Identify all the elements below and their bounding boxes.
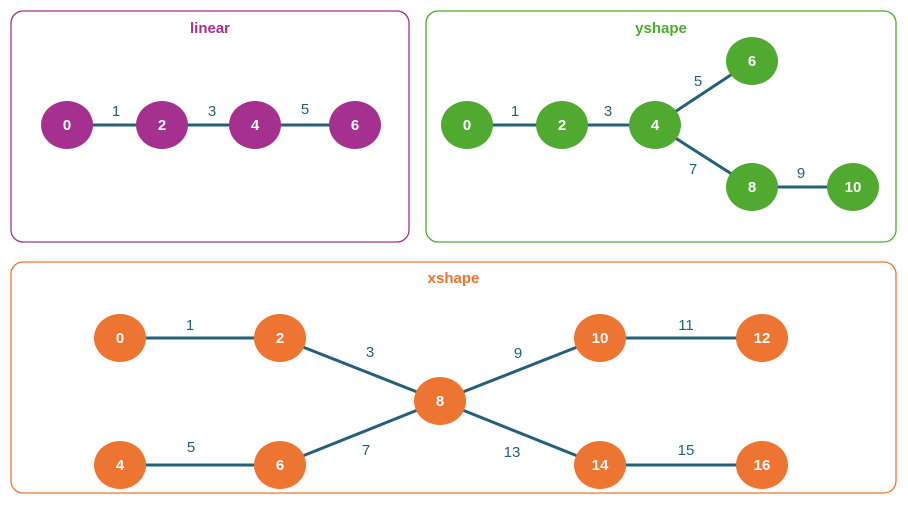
xshape-node-circle-14 <box>574 441 626 489</box>
yshape-node-label-6: 6 <box>748 53 756 70</box>
xshape-node-label-14: 14 <box>592 457 609 474</box>
xshape-node-14: 14 <box>574 441 626 489</box>
yshape-edge-label-3: 3 <box>604 103 612 120</box>
xshape-node-4: 4 <box>94 441 146 489</box>
xshape-node-circle-0 <box>94 314 146 362</box>
xshape-node-circle-12 <box>736 314 788 362</box>
linear-node-6: 6 <box>329 101 381 149</box>
linear-node-label-0: 0 <box>63 117 71 134</box>
xshape-edge-label-3: 3 <box>366 344 374 361</box>
yshape-node-circle-6 <box>726 37 778 85</box>
xshape-node-8: 8 <box>414 377 466 425</box>
xshape-node-circle-10 <box>574 314 626 362</box>
xshape-edge-label-15: 15 <box>678 442 695 459</box>
xshape-node-label-8: 8 <box>436 393 444 410</box>
linear-node-4: 4 <box>229 101 281 149</box>
xshape-node-label-0: 0 <box>116 330 124 347</box>
yshape-node-circle-10 <box>827 163 879 211</box>
linear-node-0: 0 <box>41 101 93 149</box>
xshape-node-label-2: 2 <box>276 330 284 347</box>
linear-node-circle-0 <box>41 101 93 149</box>
yshape-node-label-10: 10 <box>845 179 862 196</box>
xshape-panel-border <box>10 261 897 494</box>
linear-panel-title: linear <box>190 20 230 37</box>
xshape-node-2: 2 <box>254 314 306 362</box>
yshape-node-circle-8 <box>726 163 778 211</box>
xshape-node-circle-4 <box>94 441 146 489</box>
yshape-node-circle-0 <box>441 101 493 149</box>
xshape-edge-label-9: 9 <box>514 345 522 362</box>
xshape-node-label-4: 4 <box>116 457 125 474</box>
linear-node-label-2: 2 <box>158 117 166 134</box>
xshape-node-label-16: 16 <box>754 457 771 474</box>
linear-node-circle-4 <box>229 101 281 149</box>
xshape-edge-6-8 <box>278 399 442 467</box>
yshape-panel-title: yshape <box>635 20 687 37</box>
xshape-panel-title: xshape <box>428 270 480 287</box>
yshape-node-0: 0 <box>441 101 493 149</box>
yshape-node-label-2: 2 <box>558 117 566 134</box>
linear-edge-label-5: 5 <box>301 101 309 118</box>
linear-panel: linear 1 3 5 0 2 4 6 <box>10 10 410 243</box>
linear-edge-label-3: 3 <box>208 103 216 120</box>
xshape-edge-label-1: 1 <box>186 317 194 334</box>
yshape-edge-label-1: 1 <box>511 103 519 120</box>
yshape-panel: yshape 1 3 5 7 9 0 2 4 6 8 10 <box>425 10 897 243</box>
xshape-edge-2-8 <box>278 336 442 403</box>
linear-node-label-6: 6 <box>351 117 359 134</box>
xshape-node-label-10: 10 <box>592 330 609 347</box>
yshape-node-label-0: 0 <box>463 117 471 134</box>
xshape-edge-label-7: 7 <box>362 442 370 459</box>
xshape-node-circle-16 <box>736 441 788 489</box>
xshape-node-circle-6 <box>254 441 306 489</box>
yshape-node-2: 2 <box>536 101 588 149</box>
linear-node-2: 2 <box>136 101 188 149</box>
linear-edge-label-1: 1 <box>112 103 120 120</box>
xshape-node-0: 0 <box>94 314 146 362</box>
xshape-edge-label-11: 11 <box>678 317 694 334</box>
xshape-edge-8-14 <box>438 399 602 467</box>
xshape-node-circle-8 <box>414 377 466 425</box>
yshape-node-8: 8 <box>726 163 778 211</box>
xshape-node-label-12: 12 <box>754 330 771 347</box>
xshape-node-16: 16 <box>736 441 788 489</box>
yshape-node-circle-2 <box>536 101 588 149</box>
yshape-node-10: 10 <box>827 163 879 211</box>
yshape-node-6: 6 <box>726 37 778 85</box>
xshape-edge-label-5: 5 <box>187 439 195 456</box>
yshape-node-4: 4 <box>629 101 681 149</box>
linear-node-circle-6 <box>329 101 381 149</box>
xshape-node-circle-2 <box>254 314 306 362</box>
yshape-edge-label-9: 9 <box>797 165 805 182</box>
xshape-node-10: 10 <box>574 314 626 362</box>
yshape-edge-label-7: 7 <box>689 161 697 178</box>
xshape-edge-label-13: 13 <box>504 444 521 461</box>
linear-node-circle-2 <box>136 101 188 149</box>
xshape-edge-8-10 <box>438 336 602 403</box>
yshape-edge-label-5: 5 <box>694 73 702 90</box>
yshape-node-label-4: 4 <box>651 117 660 134</box>
xshape-node-label-6: 6 <box>276 457 284 474</box>
yshape-node-circle-4 <box>629 101 681 149</box>
linear-node-label-4: 4 <box>251 117 260 134</box>
xshape-node-6: 6 <box>254 441 306 489</box>
xshape-node-12: 12 <box>736 314 788 362</box>
yshape-node-label-8: 8 <box>748 179 756 196</box>
